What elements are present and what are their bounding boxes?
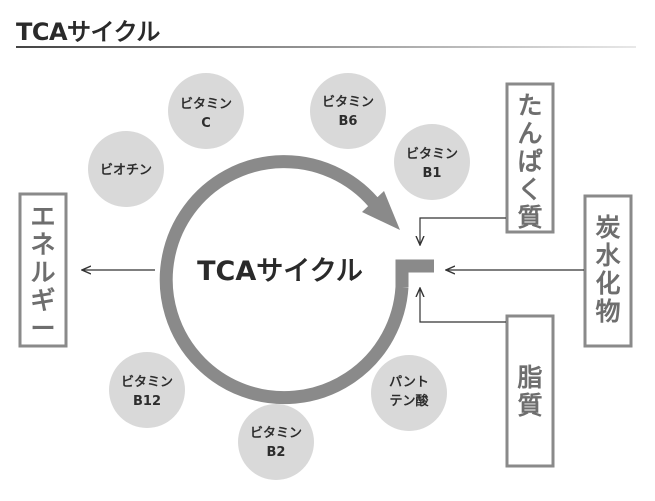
energy-char-1: エ	[30, 202, 55, 231]
fat-box-frame	[505, 314, 555, 468]
vitamin-b12-circle	[109, 352, 185, 428]
vitamin-b6-label-1: ビタミン	[322, 94, 374, 110]
cycle-center-label: TCAサイクル	[197, 256, 363, 287]
vitamin-b6-label-2: B6	[339, 114, 358, 129]
fat-box: 脂 質	[505, 314, 555, 468]
pantothenic-acid-circle	[371, 355, 447, 431]
energy-char-5: ー	[30, 314, 55, 343]
vitamin-b12-label-2: B12	[133, 394, 161, 409]
vitamin-b12-label-1: ビタミン	[121, 374, 173, 390]
carbohydrate-char-4: 物	[595, 297, 620, 326]
vitamin-b12-bubble: ビタミン B12	[109, 352, 185, 428]
fat-char-1: 脂	[517, 363, 542, 392]
vitamin-b2-label-1: ビタミン	[250, 425, 302, 441]
pantothenic-acid-bubble: パント テン酸	[371, 355, 447, 431]
vitamin-b6-bubble: ビタミン B6	[310, 73, 386, 149]
protein-char-2: ん	[517, 119, 542, 148]
protein-char-4: く	[517, 175, 542, 204]
protein-char-1: た	[517, 91, 542, 120]
vitamin-b2-bubble: ビタミン B2	[238, 404, 314, 480]
vitamin-b2-circle	[238, 404, 314, 480]
energy-char-2: ネ	[30, 230, 55, 259]
protein-arrow	[420, 217, 506, 245]
biotin-label: ビオチン	[100, 162, 152, 178]
vitamin-b1-bubble: ビタミン B1	[394, 124, 470, 200]
vitamin-c-label-1: ビタミン	[180, 96, 232, 112]
cycle-arrowhead	[362, 191, 400, 230]
energy-char-3: ル	[30, 258, 55, 287]
carbohydrate-char-3: 化	[595, 269, 620, 298]
protein-char-3: ぱ	[517, 147, 542, 176]
vitamin-b1-label-2: B1	[423, 166, 442, 181]
vitamin-c-bubble: ビタミン C	[168, 73, 244, 149]
fat-arrow	[420, 288, 506, 323]
protein-char-5: 質	[517, 203, 542, 232]
biotin-bubble: ビオチン	[88, 131, 164, 207]
carbohydrate-box-frame	[583, 194, 633, 348]
page-title: TCAサイクル	[16, 18, 160, 46]
energy-box-frame	[18, 192, 68, 348]
carbohydrate-char-2: 水	[595, 241, 621, 270]
carbohydrate-char-1: 炭	[595, 213, 620, 242]
fat-char-2: 質	[517, 391, 542, 420]
pantothenic-acid-label-2: テン酸	[389, 393, 429, 409]
energy-box: エ ネ ル ギ ー	[18, 192, 68, 348]
energy-char-4: ギ	[30, 286, 55, 315]
protein-box: た ん ぱ く 質	[505, 82, 555, 234]
vitamin-c-circle	[168, 73, 244, 149]
vitamin-b1-label-1: ビタミン	[406, 146, 458, 162]
vitamin-b6-circle	[310, 73, 386, 149]
cycle-ring	[159, 155, 409, 405]
pantothenic-acid-label-1: パント	[389, 375, 429, 390]
cycle-entry-tab	[395, 259, 434, 287]
vitamin-b1-circle	[394, 124, 470, 200]
vitamin-c-label-2: C	[201, 116, 211, 131]
biotin-circle	[88, 131, 164, 207]
vitamin-b2-label-2: B2	[267, 445, 286, 460]
title-divider	[16, 46, 636, 48]
carbohydrate-box: 炭 水 化 物	[583, 194, 633, 348]
protein-box-frame	[505, 82, 555, 234]
